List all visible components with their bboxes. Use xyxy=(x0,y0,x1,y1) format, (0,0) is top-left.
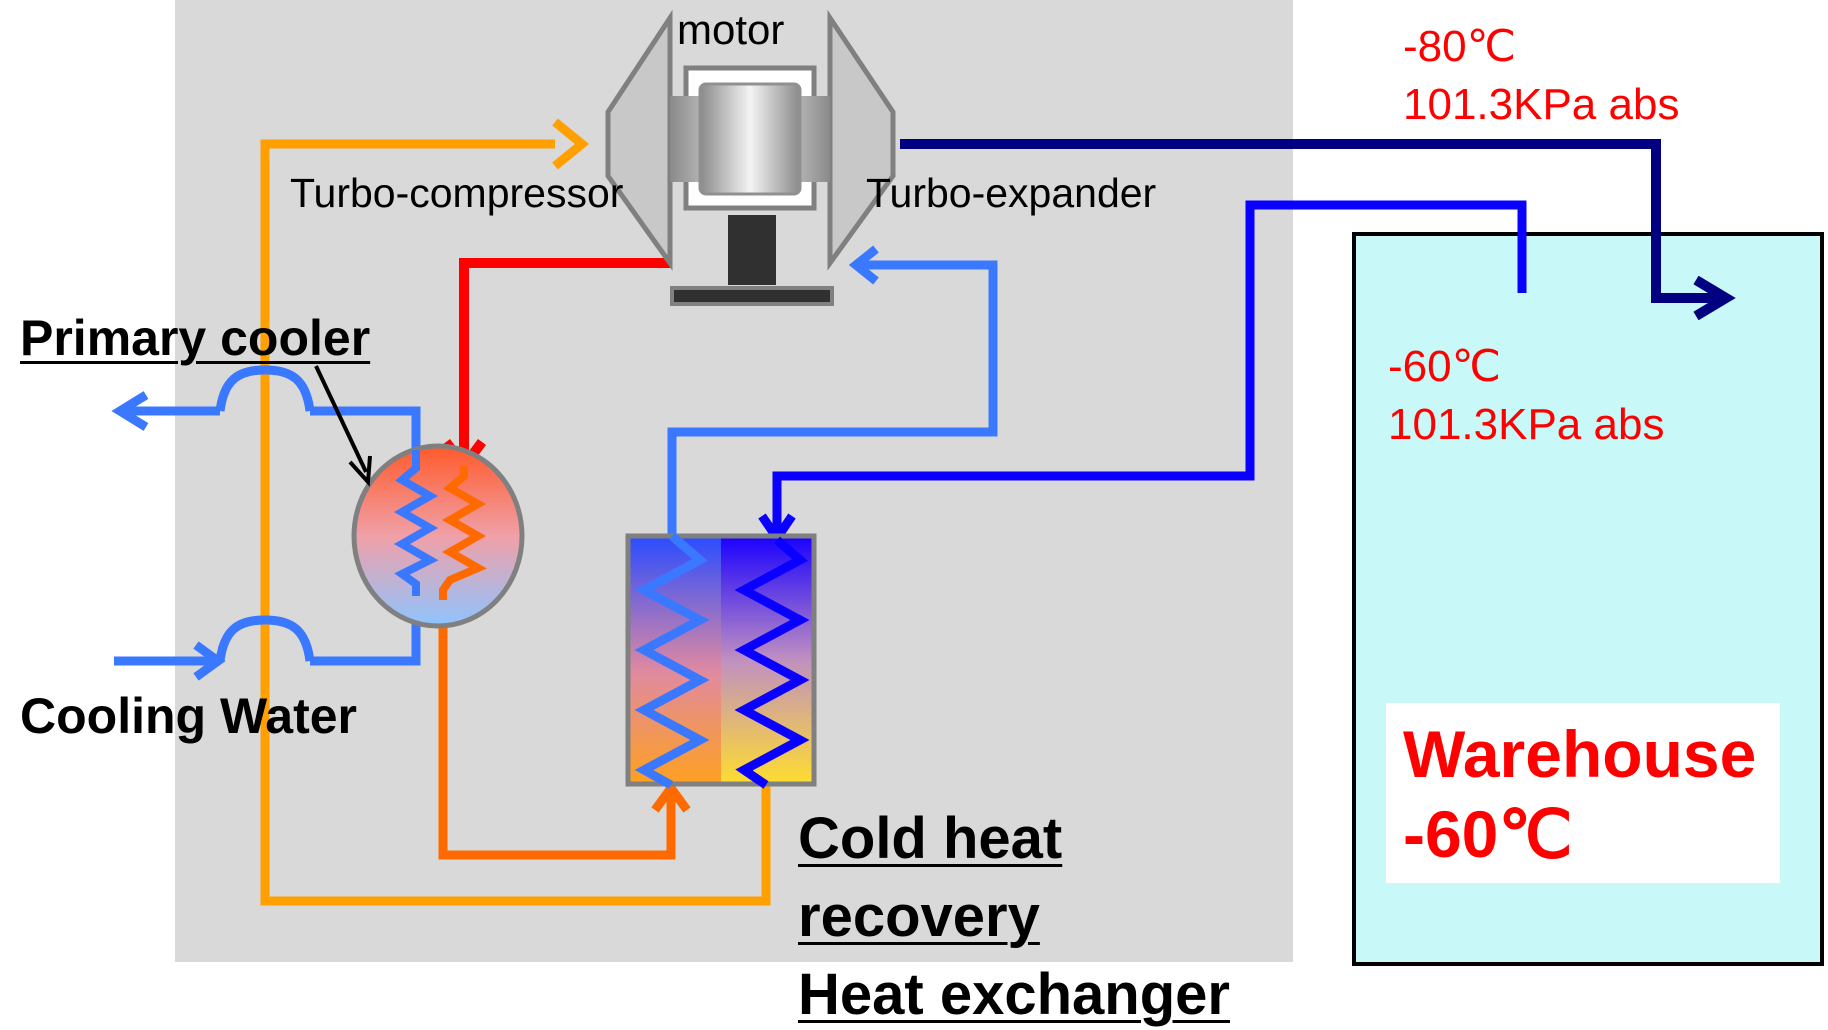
return-pressure: 101.3KPa abs xyxy=(1388,400,1665,449)
primary-cooler-pointer-head xyxy=(348,455,372,487)
heat-exchanger-frame xyxy=(625,533,817,787)
cold-air-supply-line xyxy=(900,139,1716,303)
heat-exchanger-left-coil xyxy=(634,532,710,789)
cold-heat-recovery-label-line1: Cold heat xyxy=(798,806,1063,871)
outlet-pressure: 101.3KPa abs xyxy=(1403,80,1680,129)
primary-cooler-air-coil xyxy=(439,466,487,600)
warehouse-label-box xyxy=(1386,703,1780,883)
primary-cooler-label: Primary cooler xyxy=(20,310,371,366)
cooled-air-line xyxy=(438,600,676,860)
cooling-water-out-pipe xyxy=(310,406,421,450)
compressor-intake-line xyxy=(260,139,771,906)
cooling-water-out-arrowhead xyxy=(111,391,149,431)
warehouse-return-line xyxy=(772,200,1527,536)
turbo-expander-body xyxy=(827,9,896,271)
compressor-intake-arrowhead xyxy=(552,118,590,170)
return-temperature: -60℃ xyxy=(1388,342,1502,391)
primary-cooler-vessel xyxy=(351,443,525,629)
expander-feed-line xyxy=(667,260,998,536)
turbo-compressor-label: Turbo-compressor xyxy=(290,170,624,216)
cooling-water-in-arrowhead xyxy=(193,641,226,681)
cooling-water-in-crossover xyxy=(215,615,315,662)
heat-exchanger-right-coil xyxy=(734,536,810,789)
warehouse-temperature: -60℃ xyxy=(1403,797,1573,871)
cold-heat-recovery-label-line2: recovery xyxy=(798,884,1040,949)
cooled-air-arrowhead xyxy=(651,780,691,813)
cooling-water-out-crossover xyxy=(215,365,315,412)
hot-discharge-line xyxy=(459,258,672,462)
turbo-compressor-body xyxy=(605,9,673,271)
outlet-temperature: -80℃ xyxy=(1403,22,1517,71)
warehouse-name: Warehouse xyxy=(1403,717,1757,791)
cold-air-supply-arrowhead xyxy=(1693,275,1736,321)
expander-feed-arrowhead xyxy=(848,245,879,285)
primary-cooler-water-coil xyxy=(393,450,439,596)
motor-label: motor xyxy=(677,6,785,53)
turbo-expander-label: Turbo-expander xyxy=(866,170,1157,216)
primary-cooler-pointer xyxy=(314,365,368,473)
motor-rotor xyxy=(698,82,802,196)
cold-heat-recovery-label-line3: Heat exchanger xyxy=(798,962,1230,1027)
cooling-water-label: Cooling Water xyxy=(20,688,358,744)
motor-base xyxy=(670,286,834,306)
motor-stand xyxy=(728,215,776,285)
